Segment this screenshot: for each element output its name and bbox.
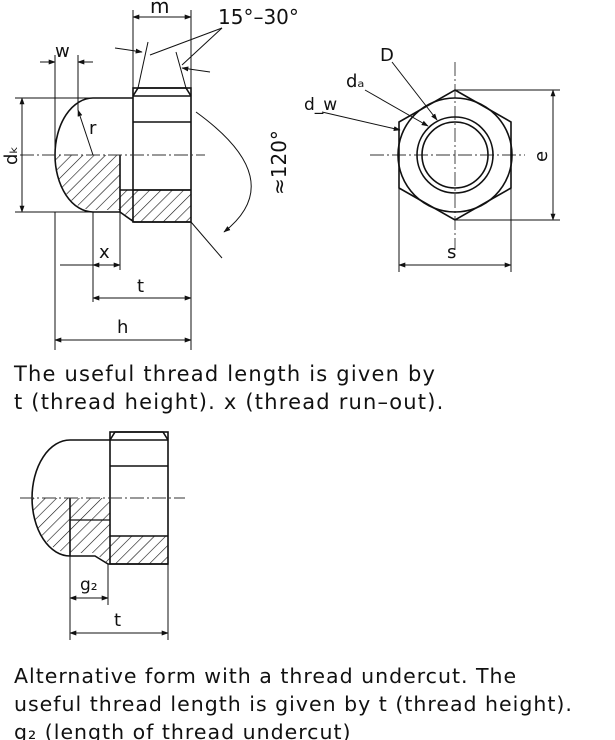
side-view-alternative: [31, 431, 169, 565]
dimensions-fig2: [69, 556, 169, 640]
label-w: w: [55, 41, 70, 62]
label-angle-range: 15°–30°: [218, 5, 299, 29]
bore-outer-circle: [416, 116, 494, 194]
caption-2-line-2: useful thread length is given by t (thre…: [14, 692, 573, 716]
label-x: x: [99, 242, 110, 263]
dome-outline-2: [31, 439, 168, 565]
label-dw: d_w: [304, 95, 337, 115]
label-g2: g₂: [80, 575, 98, 595]
label-dk: dₖ: [1, 146, 22, 165]
label-e: e: [531, 151, 552, 162]
caption-1-line-1: The useful thread length is given by: [14, 362, 437, 386]
caption-figure-2: Alternative form with a thread undercut.…: [14, 662, 573, 740]
label-m: m: [150, 0, 169, 18]
dimensions-top-view: [321, 61, 560, 272]
dimensions-fig1: [15, 10, 252, 350]
caption-2-line-3: g₂ (length of thread undercut): [14, 720, 352, 740]
label-da: dₐ: [346, 71, 364, 92]
caption-1-line-2: t (thread height). x (thread run–out).: [14, 390, 445, 414]
label-approx-120: ≈120°: [267, 130, 291, 195]
section-hatch: [55, 155, 191, 222]
label-t-2: t: [114, 610, 121, 631]
caption-figure-1: The useful thread length is given by t (…: [14, 360, 445, 416]
center-lines-fig1: [20, 62, 525, 250]
label-D: D: [380, 45, 394, 66]
bore-inner-circle: [421, 121, 489, 189]
label-h: h: [117, 317, 128, 338]
washer-face-circle: [397, 97, 513, 213]
label-r: r: [89, 118, 97, 139]
label-t: t: [137, 276, 144, 297]
label-s: s: [447, 242, 456, 263]
caption-2-line-1: Alternative form with a thread undercut.…: [14, 664, 518, 688]
section-hatch-2: [32, 498, 168, 564]
